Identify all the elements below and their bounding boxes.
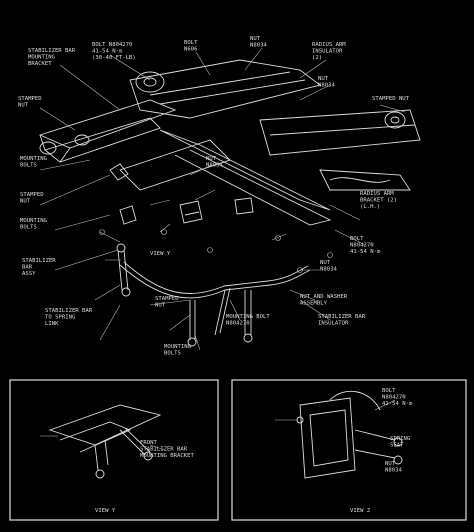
callout-stab-bar-insulator-line-0: STABILIZER BAR bbox=[318, 314, 366, 320]
callout-bolt-top-line-0: BOLT N804270 bbox=[92, 42, 132, 48]
callout-nut-center-line-1: N8034 bbox=[318, 83, 335, 89]
callout-stab-bar-mounting-bracket-top-line-1: MOUNTING bbox=[28, 55, 56, 61]
callout-torque-right-line-2: 41-54 N·m bbox=[350, 249, 381, 255]
callout-mounting-bolts-left-line-1: BOLTS bbox=[20, 163, 37, 169]
callout-nut-bottom-line-0: NUT bbox=[320, 260, 331, 266]
callout-stab-bar-left-line-0: STABILIZER bbox=[22, 258, 56, 264]
view-y-inset: VIEW Y bbox=[9, 379, 219, 521]
callout-stab-bar-link-line-0: STABILIZER BAR bbox=[45, 308, 93, 314]
callout-front-stab-bar-line-0: FRONT bbox=[140, 440, 157, 446]
callout-stab-bar-mounting-bracket-top-line-2: BRACKET bbox=[28, 61, 52, 67]
callout-bolt-view-z-line-1: N804270 bbox=[382, 395, 406, 401]
callout-stamped-nut-bottom-line-1: NUT bbox=[155, 303, 166, 309]
callout-stab-bar-link-line-2: LINK bbox=[45, 321, 59, 327]
callout-bolt-view-z-line-0: BOLT bbox=[382, 388, 396, 394]
callout-nut-center-line-0: NUT bbox=[318, 76, 329, 82]
callout-stab-bar-left-line-1: BAR bbox=[22, 265, 33, 271]
callout-mounting-bolts-mid-line-0: MOUNTING bbox=[20, 218, 48, 224]
callout-mounting-bolt-bottom-line-0: MOUNTING BOLT bbox=[226, 314, 270, 320]
chassis-linework bbox=[38, 47, 421, 351]
callout-view-y-arrow-line-0: VIEW Y bbox=[150, 251, 171, 257]
callout-bolt-top-line-2: (30-40 FT-LB) bbox=[92, 55, 136, 61]
callout-stab-bar-left-line-2: ASSY bbox=[22, 271, 36, 277]
callout-nut-right-line-0: NUT bbox=[206, 156, 217, 162]
callout-nut-bottom-line-1: N8034 bbox=[320, 267, 337, 273]
callout-stab-bar-insulator-line-1: INSULATOR bbox=[318, 321, 349, 327]
callout-nut-top-line-1: N8034 bbox=[250, 43, 267, 49]
callout-nut-view-z-line-0: NUT bbox=[385, 461, 396, 467]
callout-nut-view-z-line-1: N8034 bbox=[385, 468, 402, 474]
callout-nut-top-line-0: NUT bbox=[250, 36, 261, 42]
callout-nut-washer-line-1: ASSEMBLY bbox=[300, 301, 328, 307]
callout-nut-washer-line-0: NUT AND WASHER bbox=[300, 294, 348, 300]
callout-front-stab-bar-line-2: MOUNTING BRACKET bbox=[140, 453, 195, 459]
callout-radius-arm-line-0: RADIUS ARM bbox=[312, 42, 346, 48]
view-z-label: VIEW Z bbox=[350, 508, 371, 514]
callout-radius-arm-right-line-0: RADIUS ARM bbox=[360, 191, 394, 197]
callout-stamped-nut-mid-line-0: STAMPED bbox=[20, 192, 44, 198]
callout-stamped-nut-left-line-1: NUT bbox=[18, 103, 29, 109]
callout-nut-right-line-1: N8034 bbox=[206, 163, 223, 169]
callout-radius-arm-right-line-2: (L.H.) bbox=[360, 204, 380, 210]
callout-torque-right-line-1: N804270 bbox=[350, 243, 374, 249]
callout-mounting-bolts-bottom-line-0: MOUNTING bbox=[164, 344, 192, 350]
callout-mounting-bolts-mid-line-1: BOLTS bbox=[20, 225, 37, 231]
callout-torque-right-line-0: BOLT bbox=[350, 236, 364, 242]
view-z-inset: VIEW Z bbox=[231, 379, 467, 521]
callout-stamped-nut-mid-line-1: NUT bbox=[20, 199, 31, 205]
callout-mounting-bolt-bottom-line-1: N804270 bbox=[226, 321, 250, 327]
callout-bolt-top-line-1: 41-54 N·m bbox=[92, 49, 123, 55]
callout-stamped-nut-left-line-0: STAMPED bbox=[18, 96, 42, 102]
callout-stamped-nut-right-line-0: STAMPED NUT bbox=[372, 96, 410, 102]
callout-radius-arm-line-2: (2) bbox=[312, 55, 322, 61]
callout-mounting-bolts-left-line-0: MOUNTING bbox=[20, 156, 48, 162]
callout-bolt-top-center-line-1: N606 bbox=[184, 47, 197, 53]
callout-radius-arm-line-1: INSULATOR bbox=[312, 49, 343, 55]
callout-radius-arm-right-line-1: BRACKET (2) bbox=[360, 198, 397, 204]
callout-stab-bar-link-line-1: TO SPRING bbox=[45, 315, 76, 321]
view-y-label: VIEW Y bbox=[95, 508, 116, 514]
callout-stamped-nut-bottom-line-0: STAMPED bbox=[155, 296, 179, 302]
callout-stab-bar-mounting-bracket-top-line-0: STABILIZER BAR bbox=[28, 48, 76, 54]
callout-mounting-bolts-bottom-line-1: BOLTS bbox=[164, 351, 181, 357]
callout-bolt-top-center-line-0: BOLT bbox=[184, 40, 198, 46]
callout-bolt-view-z-line-2: 41-54 N·m bbox=[382, 401, 413, 407]
